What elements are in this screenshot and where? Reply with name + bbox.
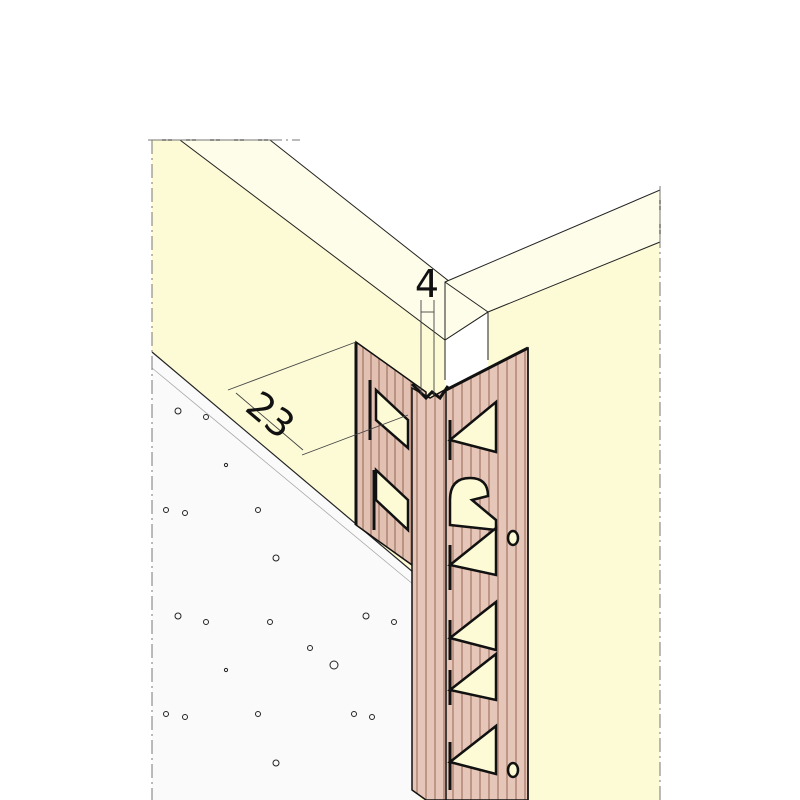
thickness-dimension: 4 [415,262,439,395]
corner-bead-left-flange [354,340,427,577]
corner-bead-nose [410,382,450,800]
center-lines [148,139,661,800]
right-wall-top-edge [444,189,661,341]
plaster-panel [152,352,420,800]
right-wall-panel [488,242,660,800]
plaster-texture [163,407,417,767]
thickness-label: 4 [415,262,439,306]
corner-bead-right-flange [445,346,529,800]
